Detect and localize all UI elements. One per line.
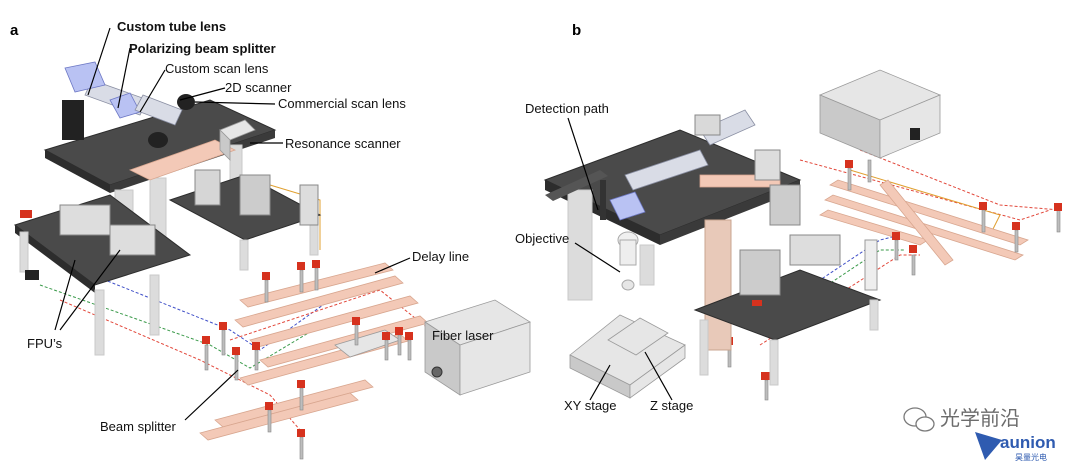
- label-commercial-scan-lens: Commercial scan lens: [278, 96, 406, 111]
- watermark: 光学前沿 aunion 昊量光电: [903, 406, 1056, 462]
- beam-orange-b: [849, 169, 1001, 236]
- pointer-objective: [574, 242, 621, 273]
- label-beam-splitter: Beam splitter: [100, 419, 177, 434]
- panel-b: b Detection path Objective XY stage Z st…: [515, 22, 1062, 413]
- laser-box-b: [818, 69, 942, 159]
- label-objective: Objective: [515, 231, 569, 246]
- fiber-laser-box: [424, 299, 531, 396]
- panel-a: a Custom tube lens Polarizing beam split…: [10, 19, 531, 460]
- label-custom-scan-lens: Custom scan lens: [165, 61, 269, 76]
- label-xy-stage: XY stage: [564, 398, 617, 413]
- pointer-z-stage: [644, 351, 673, 401]
- side-table-a: [168, 169, 322, 271]
- rail: [234, 275, 404, 328]
- label-fiber-laser: Fiber laser: [432, 328, 494, 343]
- pointer-2d-scanner: [179, 87, 226, 101]
- wechat-icon: [903, 407, 935, 432]
- main-table-b: [543, 109, 802, 351]
- watermark-brand: aunion: [1000, 433, 1056, 452]
- label-custom-tube-lens: Custom tube lens: [117, 19, 226, 34]
- pointer-polarizing-beam-splitter: [117, 47, 131, 109]
- beam-red-b2: [859, 149, 1061, 211]
- z-stage-top: [607, 317, 669, 356]
- label-delay-line: Delay line: [412, 249, 469, 264]
- rail: [214, 379, 374, 428]
- pointer-beam-splitter: [184, 369, 239, 421]
- beam-red-b: [799, 159, 1051, 221]
- beam-green-a: [39, 284, 331, 369]
- detection-tube: [624, 149, 709, 191]
- rail: [879, 179, 954, 266]
- pointer-commercial-scan-lens: [194, 101, 276, 105]
- label-resonance-scanner: Resonance scanner: [285, 136, 401, 151]
- tube-cube: [64, 61, 106, 93]
- rail: [199, 392, 359, 441]
- aunion-logo-icon: [975, 432, 1002, 460]
- pointer-xy-stage: [589, 364, 611, 401]
- watermark-brand-cn: 昊量光电: [1015, 452, 1047, 462]
- pointer-detection-path: [567, 117, 599, 211]
- pointer-fpus-1: [54, 259, 76, 331]
- upper-table-a: [43, 61, 277, 271]
- post-mounts-a: [202, 260, 413, 460]
- label-z-stage: Z stage: [650, 398, 693, 413]
- beam-orange-a: [269, 184, 321, 250]
- stage-assembly: [569, 314, 686, 399]
- label-fpus: FPU’s: [27, 336, 63, 351]
- panel-letter-b: b: [572, 22, 581, 39]
- pointer-custom-tube-lens: [87, 27, 111, 96]
- label-polarizing-beam-splitter: Polarizing beam splitter: [129, 41, 276, 56]
- pointer-custom-scan-lens: [139, 69, 166, 113]
- label-2d-scanner: 2D scanner: [225, 80, 292, 95]
- lower-table-b: [693, 234, 882, 386]
- rail: [829, 179, 1029, 246]
- lower-table-a: [13, 194, 192, 356]
- panel-letter-a: a: [10, 22, 19, 39]
- objective-cube: [609, 191, 646, 221]
- watermark-text: 光学前沿: [940, 406, 1020, 430]
- pointer-delay-line: [374, 257, 411, 274]
- pointer-fpus-2: [59, 249, 121, 331]
- label-detection-path: Detection path: [525, 101, 609, 116]
